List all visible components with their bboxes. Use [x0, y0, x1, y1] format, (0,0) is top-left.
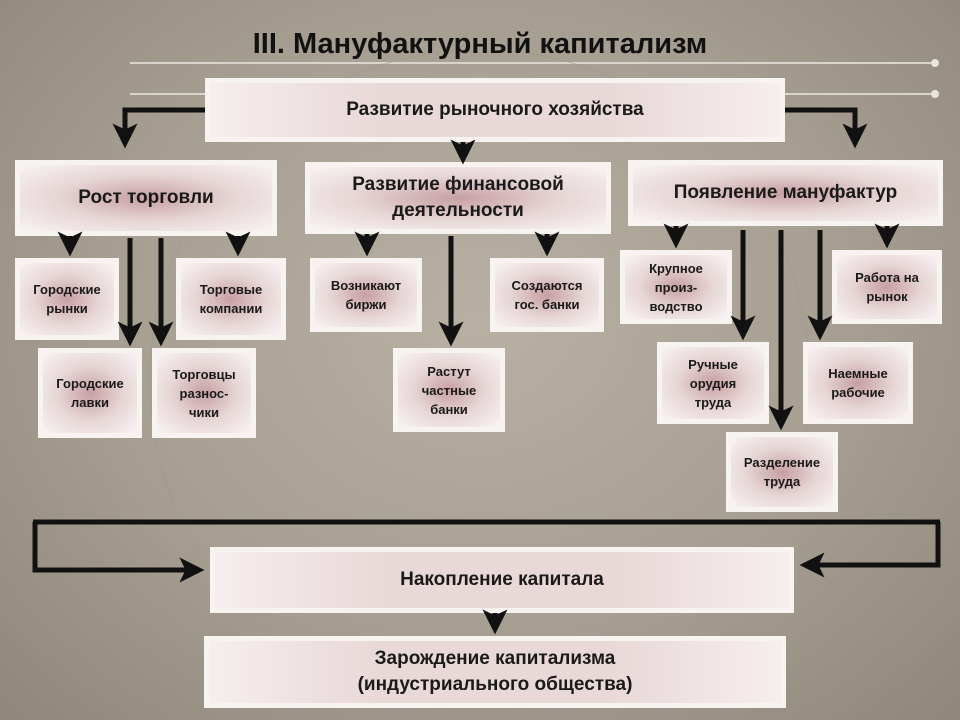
city-shops-box: Городские лавки	[38, 348, 142, 438]
page-title: III. Мануфактурный капитализм	[252, 28, 708, 60]
city-shops-label: Городские лавки	[56, 376, 124, 410]
arrow-left-to-accumulation	[32, 522, 205, 583]
exchanges-label: Возникают биржи	[330, 278, 402, 312]
market-economy-box: Развитие рыночного хозяйства	[205, 78, 785, 142]
capital-accumulation-label: Накопление капитала	[400, 569, 604, 590]
manufacture-label: Появление мануфактур	[673, 182, 898, 203]
arrow-top-to-trade	[112, 107, 205, 149]
market-work-box: Работа на рынок	[832, 250, 942, 324]
market-economy-label: Развитие рыночного хозяйства	[346, 99, 644, 120]
state-banks-box: Создаются гос. банки	[490, 258, 604, 332]
peddlers-label: Торговцы разнос- чики	[172, 366, 236, 420]
private-banks-box: Растут частные банки	[393, 348, 505, 432]
city-markets-box: Городские рынки	[15, 258, 119, 340]
arrow-top-to-manufacture	[785, 107, 868, 149]
finance-box: Развитие финансовой деятельности	[305, 162, 611, 234]
hired-workers-box: Наемные рабочие	[803, 342, 913, 424]
trade-companies-box: Торговые компании	[176, 258, 286, 340]
manufacture-box: Появление мануфактур	[628, 160, 943, 226]
trade-growth-box: Рост торговли	[15, 160, 277, 236]
finance-label: Развитие финансовой деятельности	[352, 174, 564, 221]
division-labor-box: Разделение труда	[726, 432, 838, 512]
hand-tools-label: Ручные орудия труда	[688, 356, 738, 410]
exchanges-box: Возникают биржи	[310, 258, 422, 332]
hired-workers-label: Наемные рабочие	[828, 366, 888, 400]
peddlers-box: Торговцы разнос- чики	[152, 348, 256, 438]
capitalism-origin-box: Зарождение капитализма (индустриального …	[204, 636, 786, 708]
private-banks-label: Растут частные банки	[421, 363, 477, 417]
large-production-label: Крупное произ- водство	[649, 260, 703, 314]
large-production-box: Крупное произ- водство	[620, 250, 732, 324]
hand-tools-box: Ручные орудия труда	[657, 342, 769, 424]
trade-companies-label: Торговые компании	[199, 282, 263, 316]
division-labor-label: Разделение труда	[743, 455, 821, 489]
arrow-right-to-accumulation	[799, 522, 941, 578]
trade-growth-label: Рост торговли	[78, 187, 214, 208]
capitalism-origin-label: Зарождение капитализма (индустриального …	[357, 648, 633, 695]
city-markets-label: Городские рынки	[33, 282, 101, 316]
state-banks-label: Создаются гос. банки	[511, 278, 583, 312]
market-work-label: Работа на рынок	[855, 270, 919, 304]
